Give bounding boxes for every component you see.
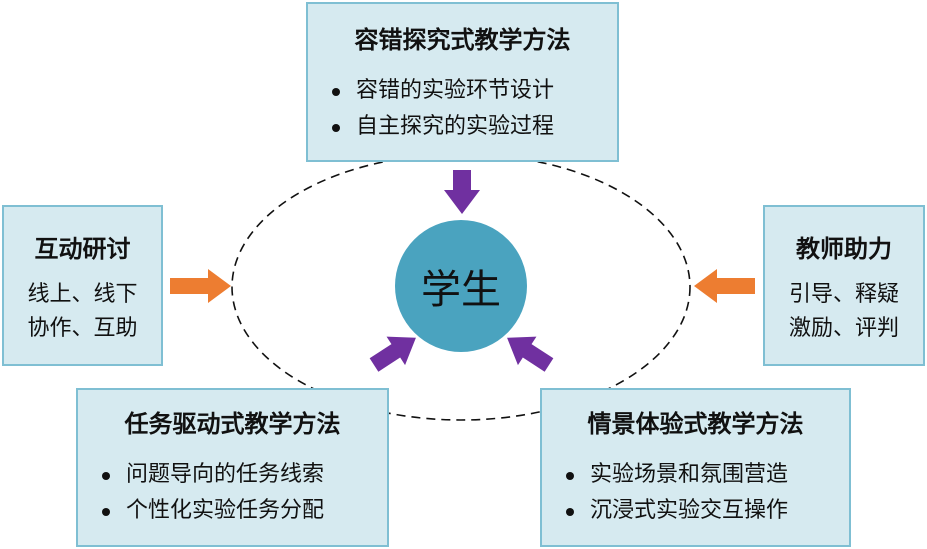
bottom-right-method-title: 情景体验式教学方法 [587, 410, 804, 438]
bottom-right-method-list: 实验场景和氛围营造 沉浸式实验交互操作 [542, 457, 849, 529]
dashed-ellipse [231, 153, 691, 421]
right-box-line: 引导、释疑 [788, 282, 899, 307]
purple-arrow-up-right [369, 336, 416, 372]
orange-arrow-left [170, 269, 231, 303]
bottom-left-method-item: 个性化实验任务分配 [78, 493, 387, 529]
bottom-right-method-item: 实验场景和氛围营造 [542, 457, 849, 493]
left-box-line: 线上、线下 [27, 282, 138, 307]
top-method-item: 容错的实验环节设计 [308, 73, 617, 109]
bottom-left-method-list: 问题导向的任务线索 个性化实验任务分配 [78, 457, 387, 529]
right-teacher-box: 教师助力 引导、释疑 激励、评判 [763, 205, 925, 366]
right-box-line: 激励、评判 [788, 316, 899, 341]
left-box-title: 互动研讨 [34, 235, 131, 263]
orange-arrow-right [694, 269, 755, 303]
top-method-title: 容错探究式教学方法 [354, 26, 571, 54]
bottom-left-method-item: 问题导向的任务线索 [78, 457, 387, 493]
bottom-right-method-item: 沉浸式实验交互操作 [542, 493, 849, 529]
purple-arrow-down [444, 170, 480, 214]
bottom-left-method-title: 任务驱动式教学方法 [124, 410, 341, 438]
center-circle [395, 220, 527, 352]
left-box-line: 协作、互助 [27, 316, 138, 341]
bottom-left-method-box: 任务驱动式教学方法 问题导向的任务线索 个性化实验任务分配 [76, 388, 389, 547]
left-interaction-box: 互动研讨 线上、线下 协作、互助 [2, 205, 163, 366]
purple-arrow-up-left [507, 336, 554, 372]
top-method-item: 自主探究的实验过程 [308, 109, 617, 145]
top-method-box: 容错探究式教学方法 容错的实验环节设计 自主探究的实验过程 [306, 2, 619, 162]
bottom-right-method-box: 情景体验式教学方法 实验场景和氛围营造 沉浸式实验交互操作 [540, 388, 851, 547]
right-box-title: 教师助力 [796, 235, 892, 263]
top-method-list: 容错的实验环节设计 自主探究的实验过程 [308, 73, 617, 145]
